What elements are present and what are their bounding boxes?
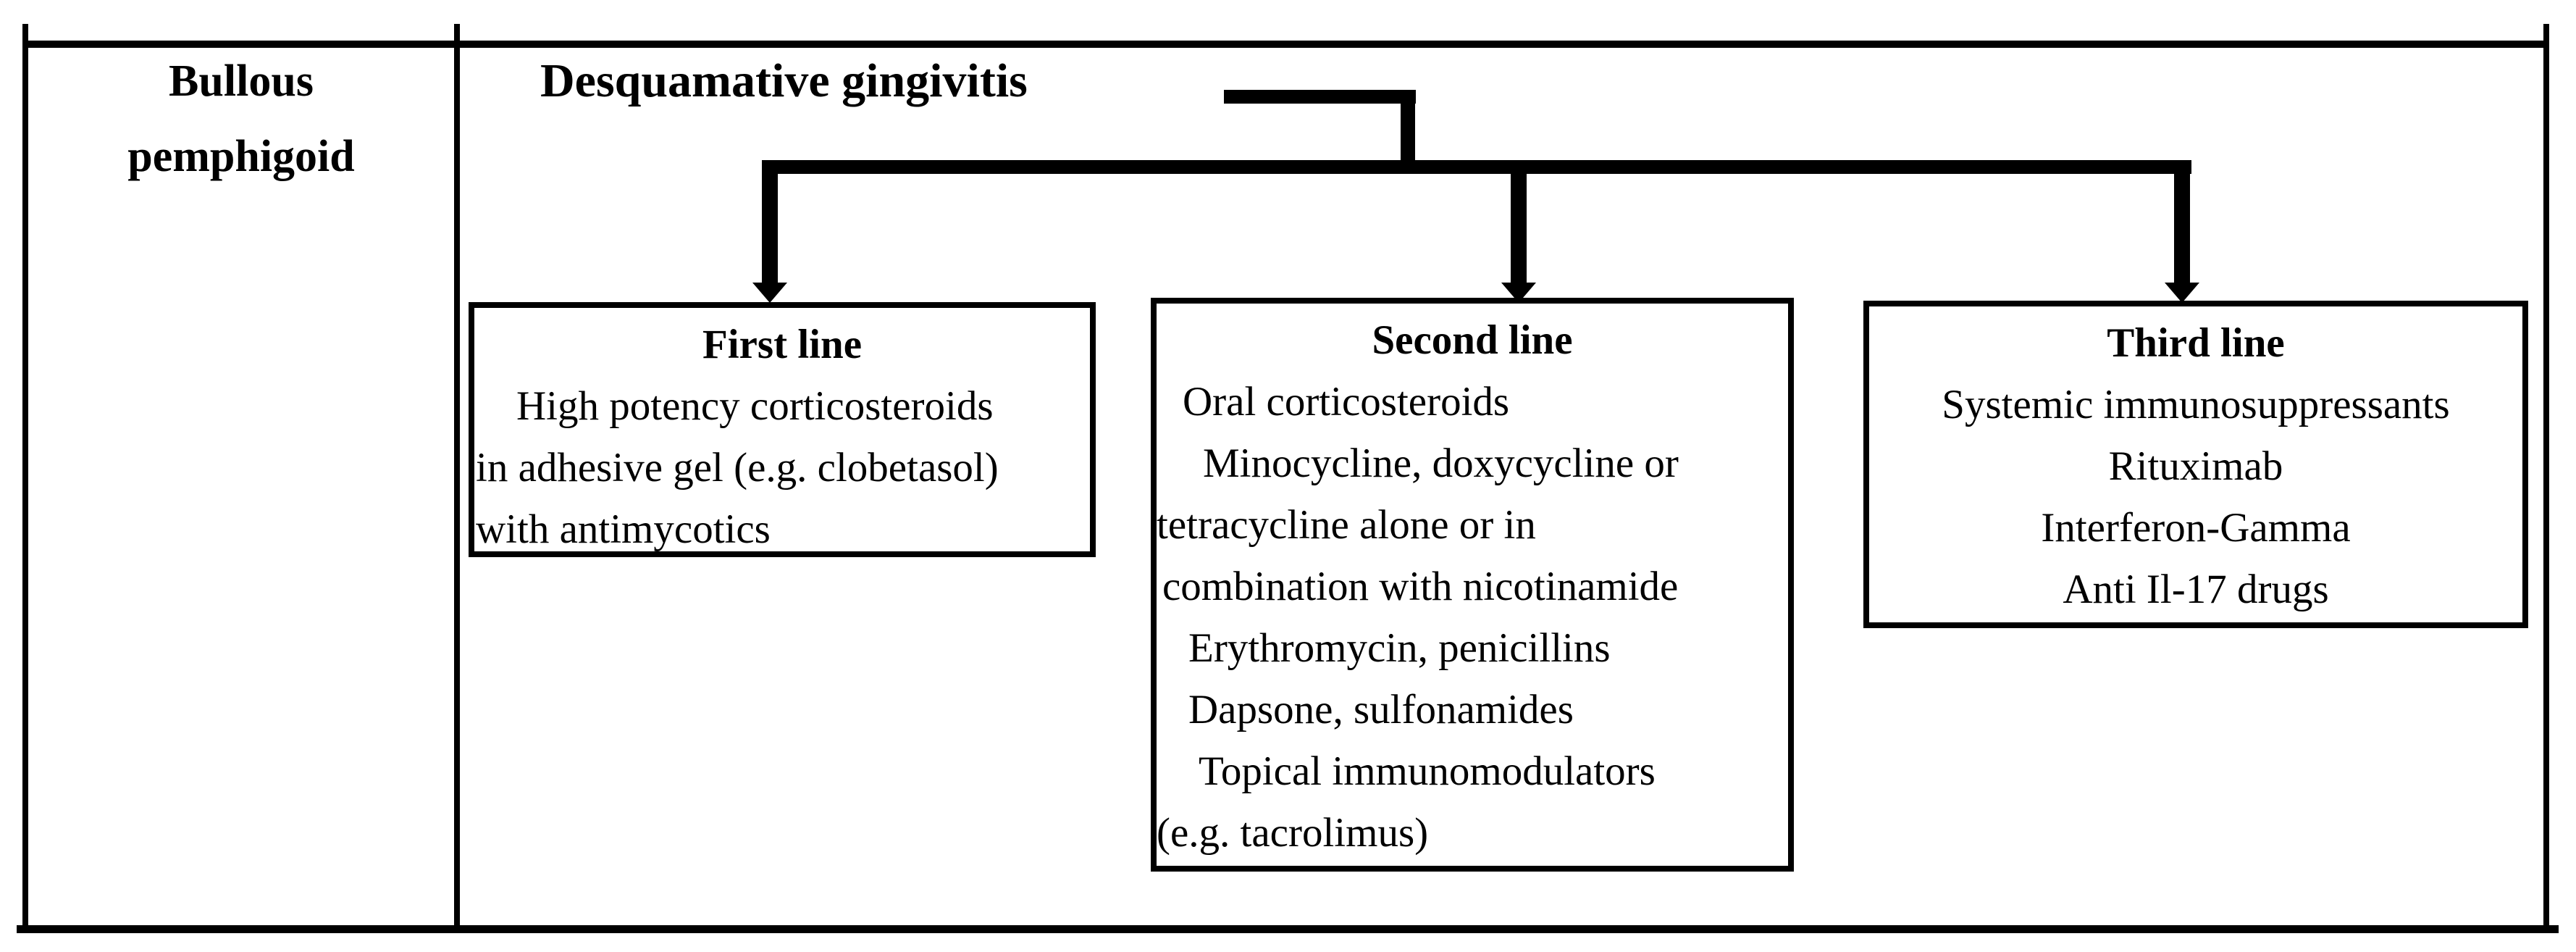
treatment-line: Topical immunomodulators: [1199, 748, 1656, 794]
connector-drop-line: [1401, 94, 1415, 170]
table-right-border: [2543, 24, 2549, 933]
first-line-box: First line High potency corticosteroids …: [469, 302, 1096, 557]
treatment-line: Dapsone, sulfonamides: [1188, 687, 1574, 732]
third-line-box: Third line Systemic immunosuppressants R…: [1863, 301, 2528, 628]
arrow-line-first: [762, 172, 778, 285]
treatment-line: Systemic immunosuppressants: [1942, 382, 2450, 427]
arrowhead-down-icon-third: [2165, 283, 2199, 303]
treatment-line: Erythromycin, penicillins: [1188, 625, 1611, 671]
row-header-line-2: pemphigoid: [127, 132, 355, 181]
treatment-line: in adhesive gel (e.g. clobetasol): [476, 445, 999, 490]
treatment-line: tetracycline alone or in: [1157, 502, 1536, 548]
second-line-box-title: Second line: [1372, 317, 1573, 363]
table-top-border: [22, 41, 2549, 48]
treatment-line: Oral corticosteroids: [1183, 379, 1510, 425]
third-line-box-title: Third line: [2107, 320, 2285, 366]
treatment-line: Anti Il-17 drugs: [2063, 567, 2329, 612]
row-header-cell: Bullous pemphigoid: [28, 43, 454, 194]
table-bottom-border: [17, 925, 2559, 933]
table-left-border: [22, 24, 28, 933]
treatment-line: Interferon-Gamma: [2041, 505, 2351, 551]
connector-stub-bar: [1224, 90, 1416, 104]
treatment-line: Minocycline, doxycycline or: [1203, 440, 1679, 486]
connector-branch-bar: [762, 160, 2191, 174]
row-header-line-1: Bullous: [169, 57, 314, 106]
treatment-line: (e.g. tacrolimus): [1157, 810, 1429, 856]
root-node-label: Desquamative gingivitis: [540, 54, 1028, 107]
treatment-line: with antimycotics: [476, 506, 771, 552]
arrow-line-second: [1511, 172, 1527, 285]
treatment-line: High potency corticosteroids: [516, 383, 994, 429]
treatment-line: combination with nicotinamide: [1162, 564, 1679, 609]
treatment-line: Rituximab: [2108, 443, 2283, 489]
second-line-box: Second line Oral corticosteroids Minocyc…: [1151, 298, 1794, 872]
table-column-divider: [454, 24, 460, 933]
arrowhead-down-icon-first: [752, 283, 787, 303]
first-line-box-title: First line: [702, 322, 863, 367]
arrow-line-third: [2174, 172, 2190, 285]
